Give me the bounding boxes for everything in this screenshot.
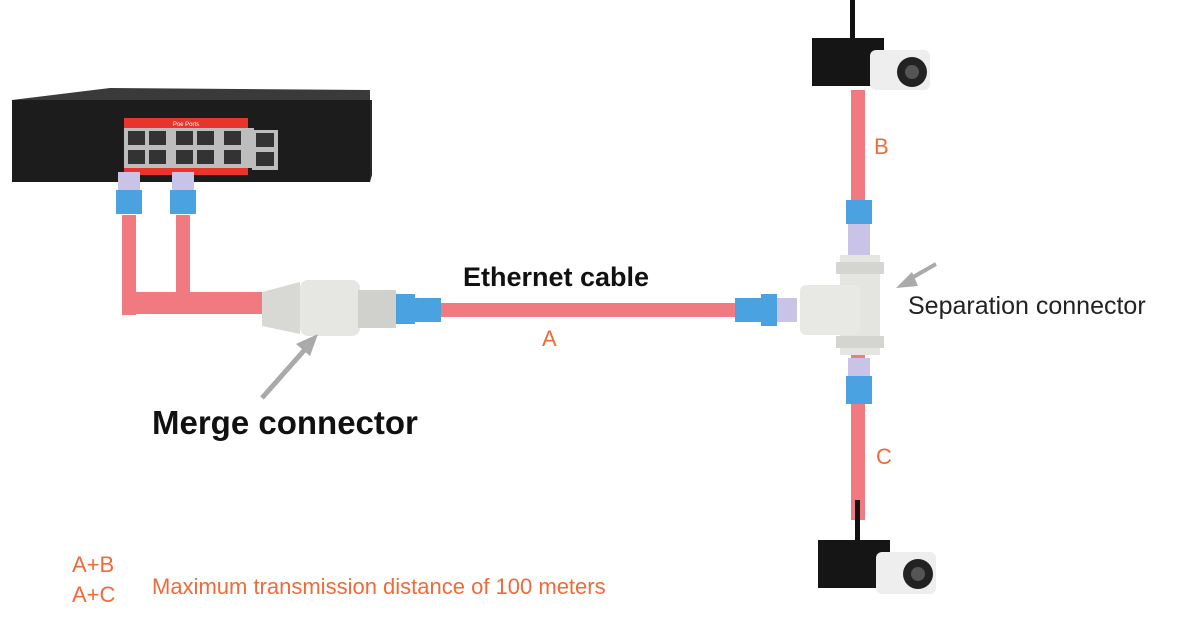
arrow-separation	[896, 262, 937, 288]
switch-panel-label: Poe Ports	[173, 122, 199, 128]
camera-top	[812, 0, 930, 90]
segment-b-label: B	[874, 134, 889, 159]
switch-cable-1	[122, 215, 136, 315]
combo-ac-label: A+C	[72, 582, 116, 607]
cables	[122, 90, 865, 520]
merge-connector	[262, 280, 396, 336]
rj45-plug-b	[846, 200, 872, 256]
distance-note: Maximum transmission distance of 100 met…	[152, 574, 606, 599]
rj45-plug-a-right	[735, 294, 797, 326]
rj45-plug-c	[846, 358, 872, 404]
poe-switch	[12, 88, 372, 182]
rj45-plugs	[116, 172, 872, 404]
rj45-plug-switch-2	[170, 172, 196, 214]
rj45-plug-a-left	[395, 294, 441, 324]
combo-ab-label: A+B	[72, 552, 115, 577]
camera-bottom	[818, 500, 936, 594]
switch-cable-2	[176, 215, 190, 300]
merge-connector-label: Merge connector	[152, 404, 418, 441]
cable-a	[440, 303, 740, 317]
rj45-plug-switch-1	[116, 172, 142, 214]
segment-a-label: A	[542, 326, 557, 351]
separation-connector-label: Separation connector	[908, 292, 1146, 320]
merged-cable-stub	[122, 292, 272, 314]
separation-connector	[800, 255, 884, 355]
segment-c-label: C	[876, 444, 892, 469]
arrow-merge	[260, 334, 318, 400]
ethernet-cable-label: Ethernet cable	[463, 262, 650, 292]
